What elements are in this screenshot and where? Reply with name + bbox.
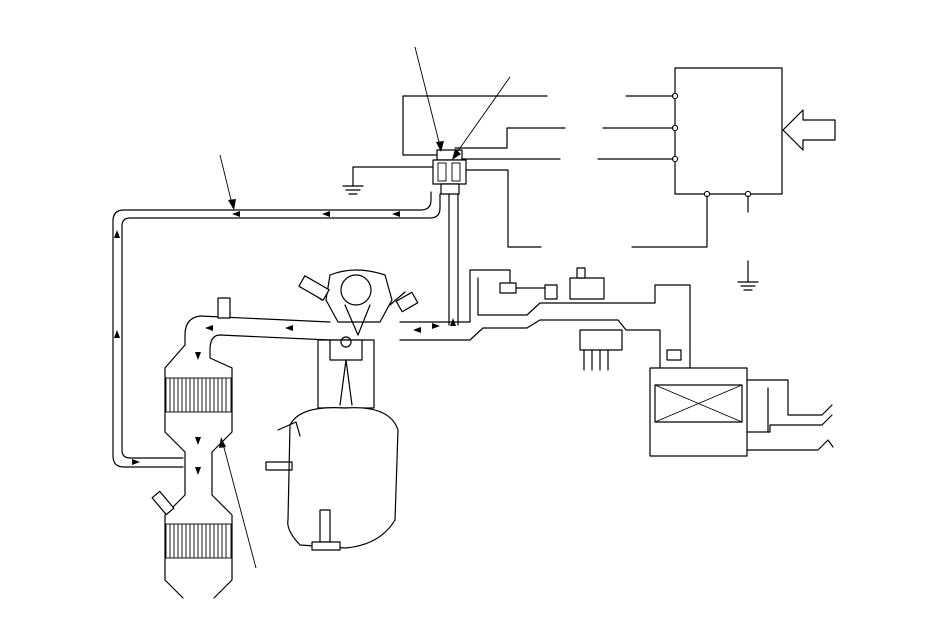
egr-pipe <box>112 154 459 468</box>
engine <box>265 269 419 551</box>
camshaft <box>340 274 372 306</box>
air-filter-housing <box>649 367 748 457</box>
wire-4b <box>461 169 542 248</box>
side-mount <box>265 461 293 471</box>
valve-ground-wire <box>352 166 438 187</box>
leader-arrowhead-1 <box>436 141 444 152</box>
catalyst-1-cells <box>169 378 227 412</box>
valve-coil-right <box>451 162 461 182</box>
exhaust-part <box>298 275 330 301</box>
flow-arrow-1 <box>232 211 240 217</box>
flow-arrow-4 <box>114 230 120 238</box>
valve-coil-left <box>437 162 447 182</box>
filter-inlet <box>659 344 691 369</box>
flow-arrow-exh-1 <box>285 325 293 331</box>
starter-part <box>277 421 301 437</box>
flow-arrow-2 <box>322 211 330 217</box>
input-signal-arrow <box>782 109 836 151</box>
flow-arrow-cat-2 <box>195 437 201 445</box>
o2-sensor-2 <box>151 490 175 516</box>
egr-valve <box>414 46 511 195</box>
leader-arrowhead-2 <box>452 149 461 160</box>
air-inlet-middle <box>746 414 833 433</box>
egr-pipe-inner <box>121 193 441 459</box>
catalyst-2-shell <box>164 469 233 599</box>
sensor-part-1 <box>544 284 558 300</box>
exhaust-manifold-lower <box>209 334 331 369</box>
engine-valves <box>344 304 371 336</box>
egr-pipe-outer <box>112 191 432 468</box>
intake-upper-line <box>399 269 549 323</box>
flow-arrow-5 <box>114 330 120 338</box>
intake-system <box>399 267 834 457</box>
flow-arrow-6 <box>132 459 140 465</box>
flow-arrow-intake-2 <box>432 323 440 329</box>
valve-base <box>440 183 460 195</box>
catalyst-2-cells <box>169 524 227 558</box>
leader-catalyst <box>221 439 257 569</box>
o2-sensor-1 <box>217 297 231 319</box>
intake-injector <box>395 291 419 313</box>
air-inlet-upper <box>746 379 833 416</box>
catalyst-1-element <box>165 377 232 413</box>
intake-duct-lower <box>399 319 661 346</box>
sensor-connector <box>576 267 586 279</box>
sensor-part-2 <box>569 277 605 300</box>
flow-arrow-3 <box>392 211 400 217</box>
catalyst-2-element <box>165 523 232 559</box>
leader-pipe <box>219 154 234 209</box>
intake-duct-upper <box>477 277 691 346</box>
ecu-ground-icon <box>737 281 759 291</box>
cylinder-head <box>325 269 393 323</box>
crankcase <box>287 407 399 549</box>
leader-catalyst-arrowhead <box>219 437 226 448</box>
air-filter-cross <box>654 384 743 423</box>
wiring <box>342 95 759 291</box>
control-unit <box>671 67 836 198</box>
flow-arrow-cat-1 <box>195 352 201 360</box>
exhaust-system <box>151 297 331 599</box>
valve-body <box>432 159 467 185</box>
air-inlet-lower <box>746 439 834 451</box>
piston <box>329 339 363 361</box>
leader-pipe-arrowhead <box>228 199 236 210</box>
wire-4a <box>631 195 708 248</box>
wire-2b <box>454 127 566 149</box>
flow-arrow-cat-3 <box>195 467 201 475</box>
oil-drain <box>319 509 331 543</box>
control-unit-box <box>674 67 783 195</box>
flow-arrow-exh-2 <box>205 325 213 331</box>
exhaust-manifold-upper <box>164 315 331 369</box>
wire-1b <box>402 95 548 156</box>
intake-bottom-block <box>579 329 623 351</box>
throttle-part <box>499 282 517 294</box>
leader-valve-2 <box>452 76 511 159</box>
air-filter-element <box>654 384 743 423</box>
piston-pin <box>340 336 352 348</box>
valve-ground-icon <box>342 185 364 195</box>
intake-legs <box>583 349 609 371</box>
leader-valve-1 <box>414 46 442 151</box>
oil-pan-plug <box>311 541 341 551</box>
filter-sensor <box>666 349 682 361</box>
flow-arrow-intake-1 <box>413 327 421 333</box>
connecting-rod <box>339 359 353 406</box>
